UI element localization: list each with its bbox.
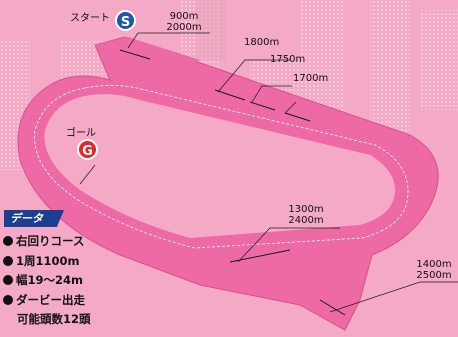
distance-label: 1300m	[288, 204, 324, 215]
distance-label: 1400m	[416, 259, 452, 270]
bullet-icon	[3, 294, 13, 305]
distance-1700: 1700m	[293, 73, 329, 84]
list-item: ダービー出走	[3, 291, 91, 311]
distance-1800: 1800m	[244, 37, 280, 48]
distance-1400-2500: 1400m 2500m	[410, 259, 458, 281]
distance-label: 2000m	[166, 22, 202, 33]
distance-label: 2500m	[416, 270, 452, 281]
distance-guides	[79, 32, 458, 313]
track-chute	[95, 37, 200, 70]
list-item-text: 1周1100m	[16, 253, 80, 268]
distance-1300-2400: 1300m 2400m	[282, 204, 330, 226]
data-panel-title: データ	[4, 210, 64, 227]
list-item: 1周1100m	[3, 252, 91, 272]
distance-label: 2400m	[288, 215, 324, 226]
start-badge-icon: S	[115, 10, 136, 31]
list-item-text: ダービー出走	[16, 292, 85, 307]
list-item-text: 右回りコース	[16, 234, 85, 248]
distance-1750: 1750m	[270, 54, 306, 65]
bullet-icon	[3, 275, 13, 285]
goal-label: ゴール	[66, 128, 96, 139]
distance-900-2000: 900m 2000m	[160, 11, 208, 33]
goal-badge-icon: G	[77, 139, 98, 160]
bullet-icon	[3, 236, 13, 246]
list-item: 右回りコース	[3, 232, 91, 252]
list-item: 幅19〜24m	[3, 271, 91, 291]
start-label: スタート	[70, 13, 110, 24]
distance-label: 900m	[169, 11, 199, 22]
list-item-text: 幅19〜24m	[16, 273, 83, 287]
list-item-continuation: 可能頭数12頭	[17, 312, 91, 326]
data-panel-list: 右回りコース 1周1100m 幅19〜24m ダービー出走 可能頭数12頭	[3, 232, 91, 330]
track-inner-line	[34, 85, 409, 249]
bullet-icon	[3, 255, 13, 266]
track-infield	[44, 94, 395, 238]
direction-arrows	[119, 49, 346, 316]
